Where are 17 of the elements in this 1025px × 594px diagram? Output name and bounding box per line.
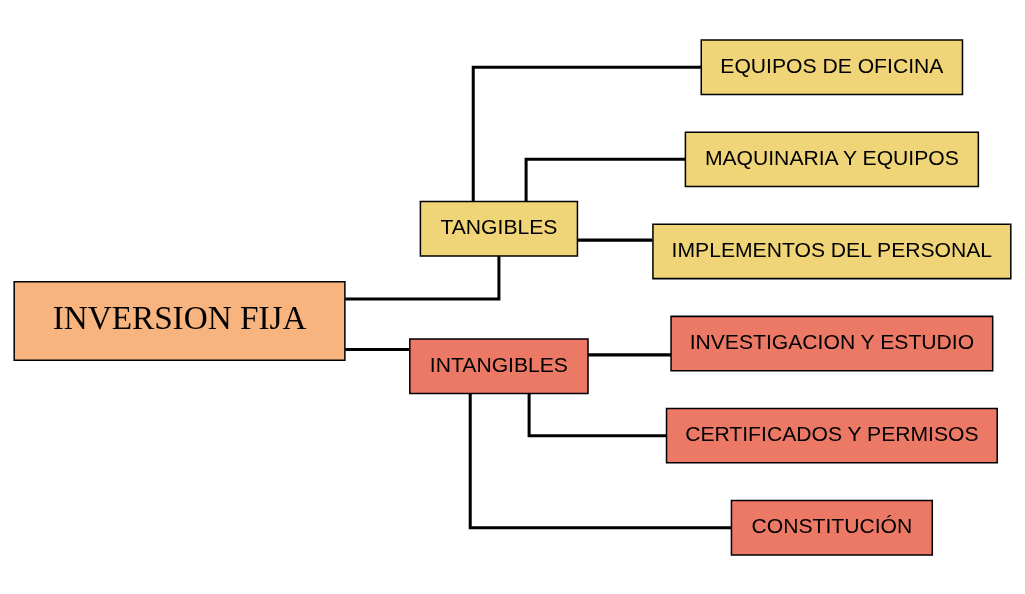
connector [468,393,732,529]
connector [471,65,701,201]
node-box: MAQUINARIA Y EQUIPOS [684,130,980,187]
connector [527,393,667,437]
node-box: INTANGIBLES [409,337,589,394]
connector [588,352,672,356]
node-box: IMPLEMENTOS DEL PERSONAL [652,223,1012,279]
connector [345,255,501,300]
connector [577,238,653,242]
node-box: INVESTIGACION Y ESTUDIO [670,315,994,371]
node-box: TANGIBLES [419,200,579,257]
node-box: CERTIFICADOS Y PERMISOS [665,407,998,464]
node-box: INVERSION FIJA [13,280,346,361]
node-box: CONSTITUCIÓN [730,499,934,556]
node-box: EQUIPOS DE OFICINA [700,38,964,95]
connector [524,157,686,201]
connector [345,347,410,351]
